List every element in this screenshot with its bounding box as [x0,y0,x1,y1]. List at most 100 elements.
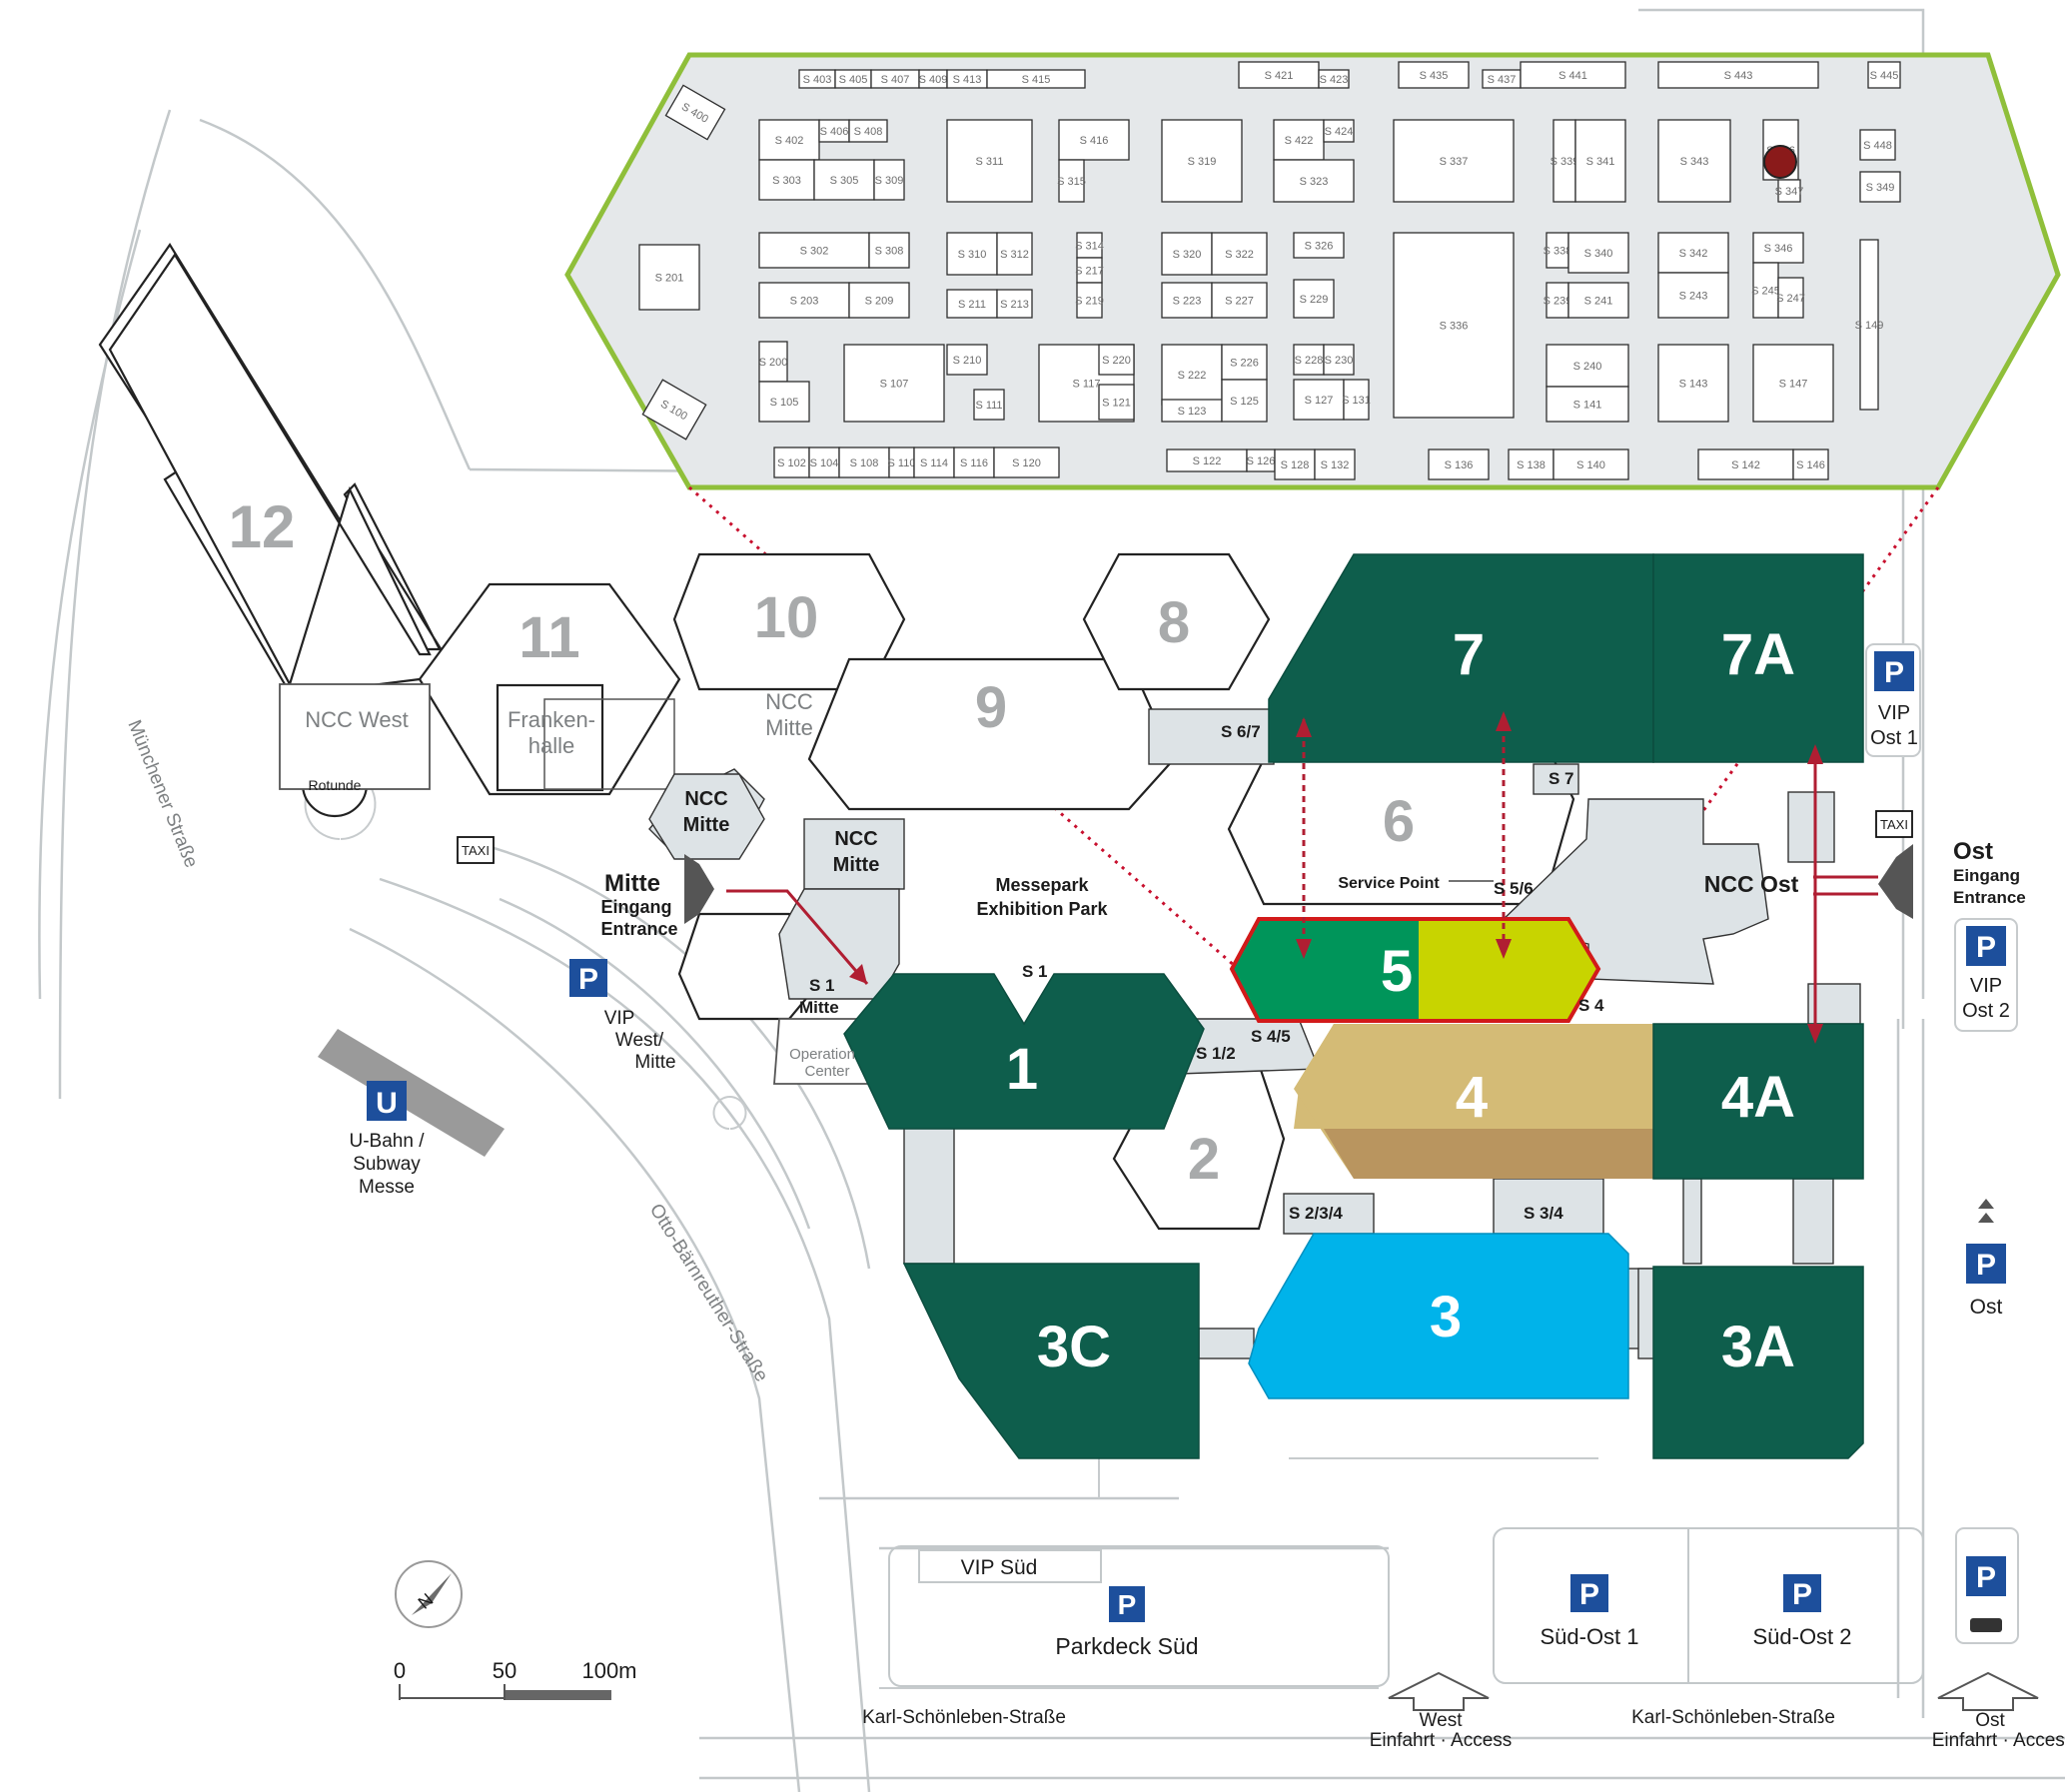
booth-b319[interactable]: S 319 [1161,119,1243,203]
booth-b131[interactable]: S 131 [1342,379,1371,421]
booth-b437[interactable]: S 437 [1482,69,1522,89]
ubahn-station[interactable]: U U-Bahn / Subway Messe [318,1029,505,1198]
booth-b138[interactable]: S 138 [1508,448,1554,480]
booth-b227[interactable]: S 227 [1211,282,1268,319]
booth-b402[interactable]: S 402 [758,119,820,161]
booth-b143[interactable]: S 143 [1657,344,1729,423]
booth-b314[interactable]: S 314 [1075,232,1104,259]
booth-b146[interactable]: S 146 [1792,448,1829,480]
booth-b408[interactable]: S 408 [848,119,888,143]
booth-b341[interactable]: S 341 [1574,119,1626,203]
parking-vip-west[interactable]: P VIP West/ Mitte [569,959,676,1073]
booth-b415[interactable]: S 415 [986,69,1086,89]
booth-b245[interactable]: S 245 [1751,262,1780,319]
booth-b312[interactable]: S 312 [996,232,1033,276]
parking-vip-ost1[interactable]: P VIP Ost 1 [1865,643,1921,757]
west-access[interactable]: West Einfahrt · Access [1370,1671,1513,1751]
booth-b128[interactable]: S 128 [1274,448,1316,480]
hall-4[interactable] [1294,1024,1653,1179]
booth-b141[interactable]: S 141 [1546,386,1629,423]
booth-b349[interactable]: S 349 [1859,171,1901,203]
booth-b416[interactable]: S 416 [1058,119,1130,161]
booth-b303[interactable]: S 303 [758,159,815,201]
booth-b149[interactable]: S 149 [1855,239,1884,411]
booth-b107[interactable]: S 107 [843,344,945,423]
booth-b308[interactable]: S 308 [868,232,910,269]
booth-b340[interactable]: S 340 [1567,232,1629,274]
booth-b322[interactable]: S 322 [1211,232,1268,276]
booth-b448[interactable]: S 448 [1859,129,1896,161]
booth-b213[interactable]: S 213 [996,289,1033,319]
booth-b323[interactable]: S 323 [1273,159,1355,203]
booth-b116[interactable]: S 116 [953,447,995,478]
parking-sued-ost[interactable]: P Süd-Ost 1 P Süd-Ost 2 [1493,1527,1924,1684]
booth-b343[interactable]: S 343 [1657,119,1731,203]
booth-b443[interactable]: S 443 [1657,61,1819,89]
booth-b102[interactable]: S 102 [773,447,810,478]
vip-sued[interactable]: VIP Süd [918,1549,1102,1583]
booth-b347[interactable]: S 347 [1775,179,1804,203]
booth-b210[interactable]: S 210 [946,344,988,376]
booth-b302[interactable]: S 302 [758,232,870,269]
booth-b247[interactable]: S 247 [1776,277,1805,319]
ost-access[interactable]: Ost Einfahrt · Access [1932,1671,2065,1751]
booth-b346[interactable]: S 346 [1752,232,1804,264]
ncc-mitte-hex[interactable] [648,773,765,860]
booth-b100[interactable]: S 100 [641,379,707,441]
parking-ost[interactable]: P Ost [1966,1199,2006,1319]
booth-b108[interactable]: S 108 [838,447,890,478]
booth-b406[interactable]: S 406 [818,119,850,143]
booth-b405[interactable]: S 405 [834,69,872,89]
hall-3c[interactable] [902,1263,1200,1459]
booth-b142[interactable]: S 142 [1697,448,1794,480]
booth-b424[interactable]: S 424 [1323,119,1355,143]
booth-b203[interactable]: S 203 [758,282,850,319]
booth-b104[interactable]: S 104 [808,447,840,478]
booth-b200[interactable]: S 200 [758,341,788,383]
hall-3a[interactable] [1652,1266,1864,1459]
booth-b120[interactable]: S 120 [993,447,1060,478]
booth-b201[interactable]: S 201 [638,244,700,311]
parking-vip-ost2[interactable]: P VIP Ost 2 [1954,918,2018,1032]
booth-b409[interactable]: S 409 [918,69,948,89]
booth-b336[interactable]: S 336 [1393,232,1515,419]
booth-b421[interactable]: S 421 [1238,61,1320,89]
booth-b147[interactable]: S 147 [1752,344,1834,423]
booth-b217[interactable]: S 217 [1075,257,1104,284]
booth-b445[interactable]: S 445 [1867,61,1901,89]
frankenhalle-outline[interactable] [496,683,604,792]
hall-3[interactable] [1248,1233,1629,1399]
booth-b230[interactable]: S 230 [1323,344,1355,376]
booth-b422[interactable]: S 422 [1273,119,1325,161]
booth-b121[interactable]: S 121 [1098,384,1135,421]
booth-b239[interactable]: S 239 [1544,282,1572,319]
booth-b241[interactable]: S 241 [1567,282,1629,319]
booth-b136[interactable]: S 136 [1428,448,1490,480]
booth-b315[interactable]: S 315 [1057,159,1086,203]
booth-b123[interactable]: S 123 [1161,399,1223,423]
hall-4a[interactable] [1652,1023,1864,1180]
booth-b338[interactable]: S 338 [1544,232,1572,269]
booth-b326[interactable]: S 326 [1293,232,1345,259]
booth-b140[interactable]: S 140 [1552,448,1629,480]
booth-b223[interactable]: S 223 [1161,282,1213,319]
parking-bus[interactable]: P [1955,1527,2019,1644]
booth-b220[interactable]: S 220 [1098,344,1135,376]
booth-b132[interactable]: S 132 [1314,448,1356,480]
booth-b228[interactable]: S 228 [1293,344,1325,376]
booth-b413[interactable]: S 413 [946,69,988,89]
booth-b229[interactable]: S 229 [1293,279,1335,319]
booth-b342[interactable]: S 342 [1657,232,1729,274]
booth-b209[interactable]: S 209 [848,282,910,319]
booth-b339[interactable]: S 339 [1550,119,1579,203]
booth-b407[interactable]: S 407 [870,69,920,89]
hall-1[interactable] [843,973,1205,1130]
booth-b305[interactable]: S 305 [813,159,875,201]
booth-b240[interactable]: S 240 [1546,344,1629,388]
booth-b435[interactable]: S 435 [1398,61,1470,89]
booth-b403[interactable]: S 403 [798,69,836,89]
booth-b105[interactable]: S 105 [758,381,810,423]
booth-b243[interactable]: S 243 [1657,272,1729,319]
ost-entrance-marker[interactable] [1878,844,1913,919]
hall-5[interactable] [1229,917,1601,1023]
